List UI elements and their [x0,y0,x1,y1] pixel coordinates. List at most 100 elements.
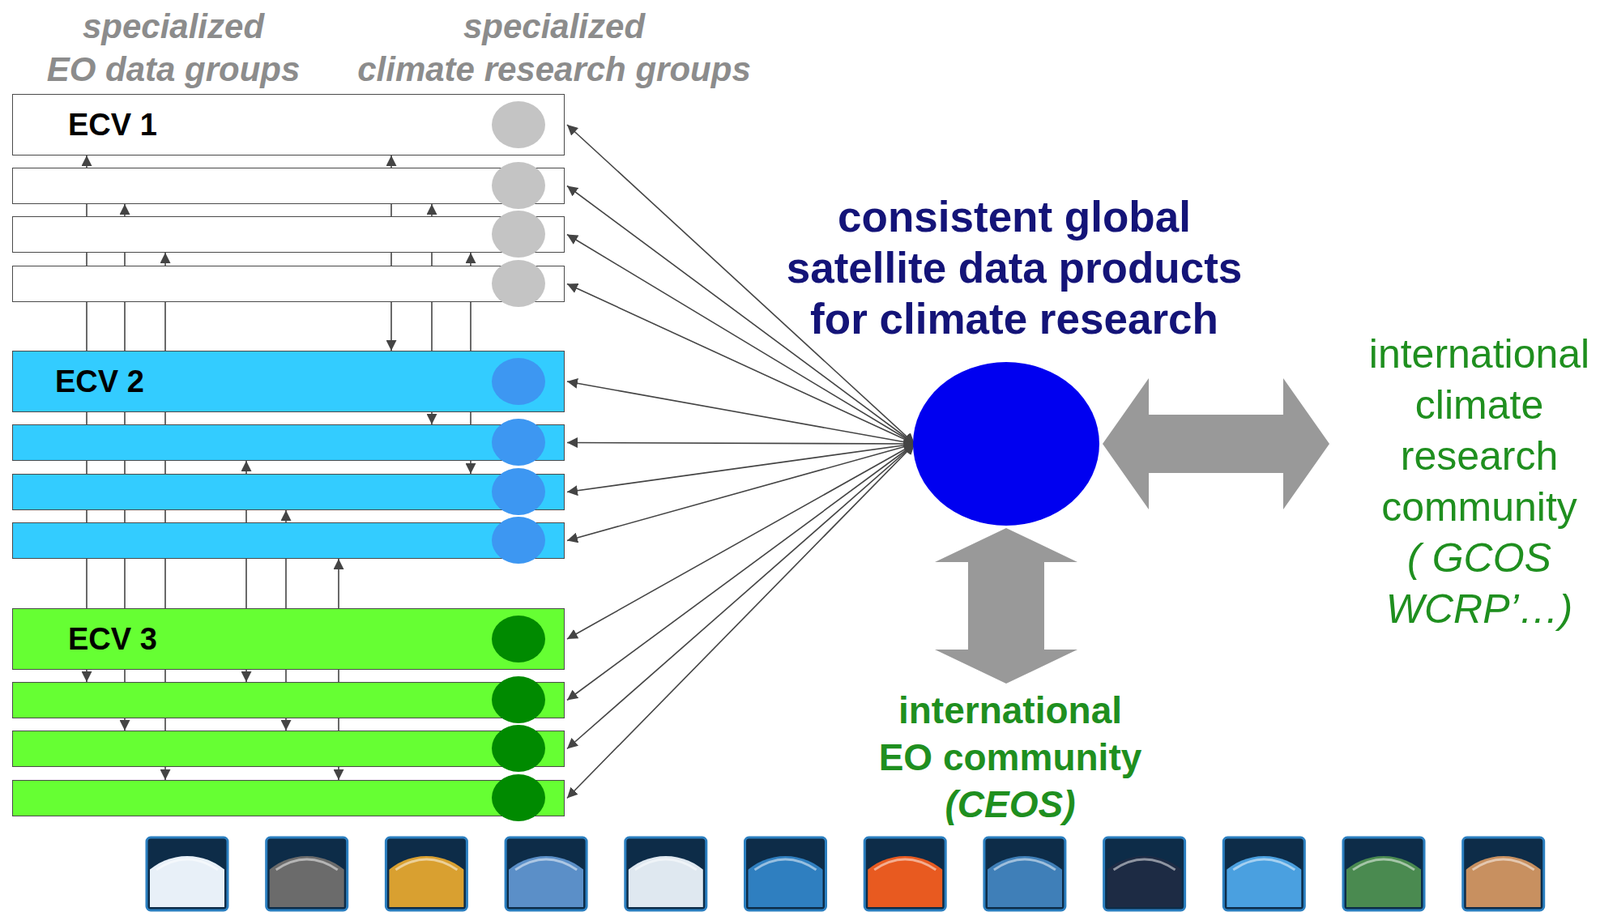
icon-limb [1352,859,1415,871]
icon-limb [994,859,1056,871]
link-arrow [567,443,915,445]
ecv-name: ECV 1 [68,106,158,143]
text-line: consistent global [771,191,1258,243]
exchange-arrow [1102,378,1330,510]
research-group-dot [490,724,547,773]
research-group-dot [490,614,547,664]
text-line: EO community [848,733,1173,781]
node-text: international climate research community [1365,328,1593,534]
research-group-dot-shape [491,162,546,210]
product-hub: consistent global satellite data product… [771,191,1258,526]
text-line: WCRP’…) [1365,584,1593,636]
ecv-band [12,780,565,817]
text-line: international [1365,328,1593,380]
research-group-dot-shape [491,468,546,516]
icon-limb [1233,859,1295,871]
icon-globe [987,856,1063,908]
theme-icon [1325,837,1443,916]
icon-globe [867,856,943,908]
research-group-dot [490,161,547,210]
research-group-dot [490,675,547,725]
link-arrow [567,443,915,750]
icon-globe [748,856,824,908]
icon-globe [508,856,584,908]
icon-limb [1472,859,1535,871]
column-heading: specialized EO data groups [39,4,308,91]
research-group-dot-shape [491,615,546,663]
research-group-dot-shape [491,516,546,564]
ecv-band [12,216,565,253]
research-group-dot [490,259,547,308]
exchange-arrow [934,528,1078,684]
ecv-band: ECV 3 [12,608,565,670]
theme-icon [1086,837,1204,916]
column-heading-box: specialized climate research groups [343,4,765,91]
icon-globe [1346,856,1421,908]
column-heading: specialized climate research groups [343,4,765,91]
text-line: satellite data products [771,242,1258,294]
research-group-dot-shape [491,101,546,149]
ecv-band: ECV 1 [12,93,565,156]
hub-ellipse [913,362,1100,526]
icon-globe [628,856,704,908]
community-label: international climate research community… [1365,328,1593,636]
link-arrow [567,443,915,701]
text-line: international [848,686,1173,734]
icon-limb [395,859,457,871]
icon-globe [269,856,345,908]
icon-globe [1226,856,1302,908]
ecv-band [12,682,565,719]
icon-limb [276,859,338,871]
ecv-band [12,424,565,461]
text-line: community [1365,482,1593,534]
node-text: ( GCOS WCRP’…) [1365,533,1593,636]
community-label: international EO community(CEOS) [848,686,1173,828]
research-group-dot-shape [491,260,546,308]
ecv-band [12,265,565,303]
theme-icon [367,837,485,916]
theme-icon [128,837,246,916]
node-text: international EO community [848,686,1173,781]
research-group-dot-shape [491,774,546,822]
ecv-band: ECV 2 [12,350,565,413]
icon-limb [635,859,697,871]
theme-icon [966,837,1084,916]
hub-ellipse-shape [913,362,1100,526]
link-arrow [567,443,915,640]
research-group-dot [490,773,547,823]
icon-globe [1107,856,1182,908]
theme-icon [1445,837,1562,916]
ecv-band [12,473,565,511]
research-group-dot [490,516,547,565]
icon-globe [388,856,464,908]
theme-icon [487,837,605,916]
text-line: ( GCOS [1365,533,1593,585]
icon-globe [149,856,225,908]
icon-limb [874,859,936,871]
theme-icon [727,837,845,916]
ecv-band [12,167,565,205]
icon-limb [156,859,218,871]
text-line: research [1365,430,1593,483]
research-group-dot [490,209,547,259]
column-heading-box: specialized EO data groups [39,4,308,91]
ecv-band [12,730,565,768]
icon-limb [515,859,577,871]
theme-icon [846,837,964,916]
text-line: specialized [39,4,308,48]
link-arrow [567,381,915,444]
link-arrow [567,443,915,542]
research-group-dot [490,357,547,406]
theme-icon [607,837,725,916]
ecv-name: ECV 2 [55,363,145,400]
research-group-dot [490,467,547,517]
theme-icon [1205,837,1323,916]
research-group-dot [490,100,547,150]
ecv-band [12,522,565,559]
icon-globe [1466,856,1541,908]
ecv-name: ECV 3 [68,621,158,658]
icon-limb [1113,859,1176,871]
research-group-dot-shape [491,676,546,724]
icon-limb [755,859,817,871]
text-line: EO data groups [39,47,308,91]
